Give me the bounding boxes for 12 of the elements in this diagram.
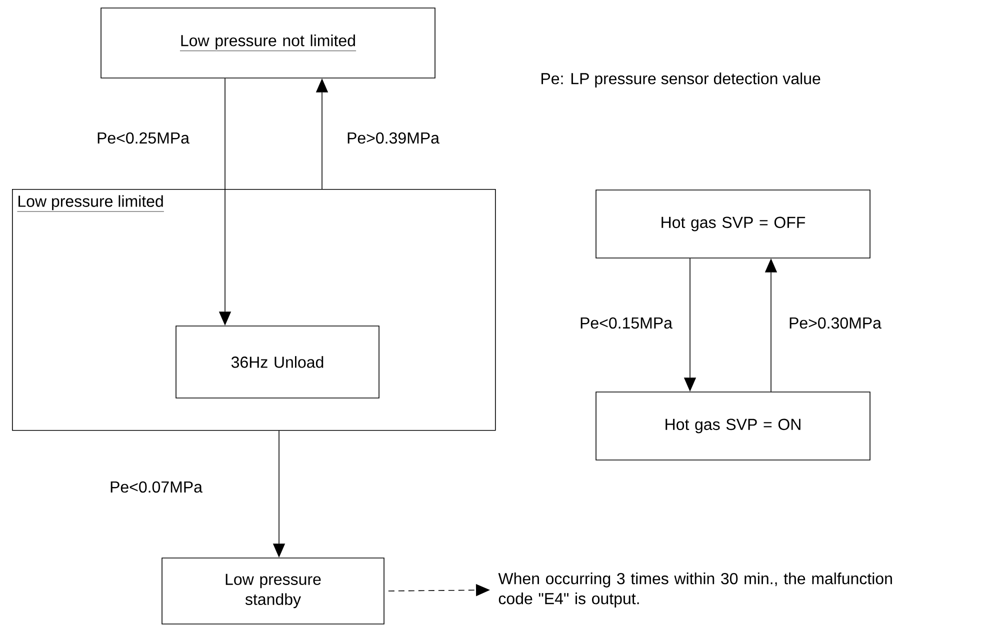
state-box: Low pressure not limited bbox=[100, 8, 436, 78]
edge-label: Pe>0.39MPa bbox=[346, 131, 440, 145]
state-box: Hot gas SVP = ON bbox=[596, 392, 870, 460]
note-text: Pe: LP pressure sensor detection value bbox=[542, 72, 820, 88]
edge-label: Pe<0.25MPa bbox=[96, 131, 190, 145]
state-box: 36Hz Unload bbox=[176, 326, 380, 398]
note-text: When occurring 3 times within 30 min., the malfunction code "E4" is output. bbox=[498, 572, 892, 608]
state-box: Low pressure standby bbox=[162, 558, 384, 624]
edge-label: Pe>0.30MPa bbox=[788, 316, 882, 330]
edge-label: Pe<0.15MPa bbox=[578, 316, 674, 330]
edge-label: Pe<0.07MPa bbox=[108, 480, 204, 494]
state-box: Hot gas SVP = OFF bbox=[596, 190, 870, 258]
